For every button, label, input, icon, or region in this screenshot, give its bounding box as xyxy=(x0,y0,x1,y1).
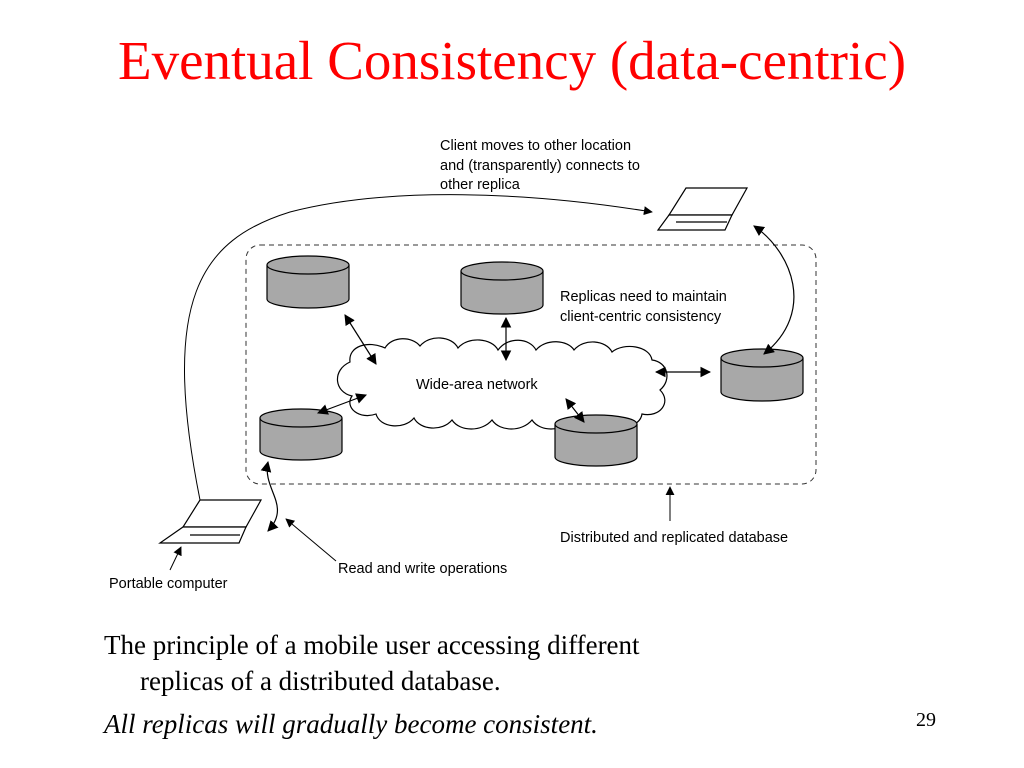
client-moves-label: Client moves to other location and (tran… xyxy=(440,138,644,193)
distributed-database-label: Distributed and replicated database xyxy=(560,530,788,546)
read-write-arrow xyxy=(260,460,279,532)
replica-network-arrow xyxy=(316,393,368,415)
replica-database-icon xyxy=(266,255,350,309)
read-write-pointer xyxy=(285,518,337,562)
replicas-consistency-label: Replicas need to maintain client-centric… xyxy=(560,289,731,325)
replica-network-arrow xyxy=(344,314,377,365)
slide-title: Eventual Consistency (data-centric) xyxy=(117,30,907,91)
replica-database-icon xyxy=(554,414,638,467)
read-write-label: Read and write operations xyxy=(338,561,507,577)
portable-computer-icon xyxy=(158,499,263,544)
laptop-replica-arrow xyxy=(753,225,795,355)
network-label: Wide-area network xyxy=(416,377,538,393)
replica-database-icon xyxy=(720,348,804,402)
replica-database-icon xyxy=(259,408,343,461)
client-migration-arrow xyxy=(184,194,653,501)
caption-line-2: replicas of a distributed database. xyxy=(140,666,501,696)
database-boundary xyxy=(245,244,817,485)
caption-line-1: The principle of a mobile user accessing… xyxy=(104,630,640,660)
portable-pointer xyxy=(169,546,182,571)
caption-consistency: All replicas will gradually become consi… xyxy=(104,709,598,739)
caption-principle: The principle of a mobile user accessing… xyxy=(104,627,824,699)
replica-network-arrow xyxy=(565,398,585,423)
laptop-icon xyxy=(656,187,749,231)
page-number: 29 xyxy=(916,709,936,731)
replica-database-icon xyxy=(460,261,544,315)
portable-computer-label: Portable computer xyxy=(109,576,228,592)
